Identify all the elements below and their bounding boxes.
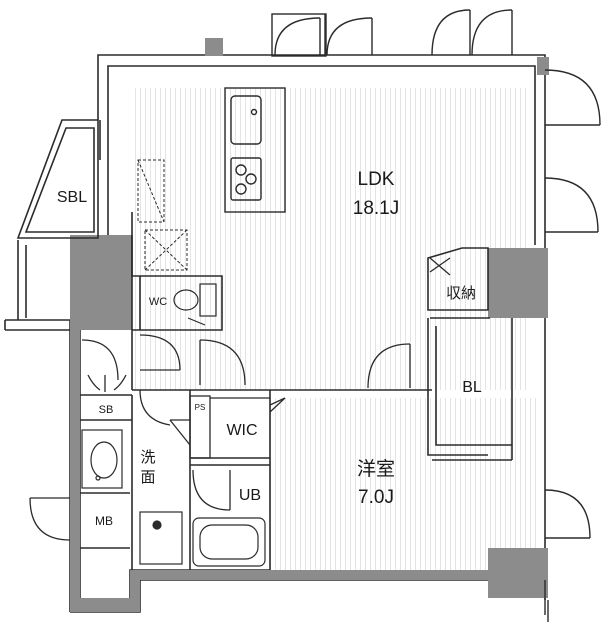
washing-machine-space [139,511,183,565]
toilet [173,283,217,326]
kitchen-counter [224,87,286,213]
interior-doors [29,257,451,541]
storage-label: 収納 [446,285,476,302]
appliance-spaces [137,159,188,271]
washroom-label-2: 面 [140,469,155,486]
western-room-size-label: 7.0J [358,487,394,508]
sb-label: SB [99,404,114,416]
ldk-size-label: 18.1J [353,198,399,219]
ps-wic-closets [169,395,286,459]
sbl-label: SBL [57,189,87,206]
ps-label: PS [195,403,206,412]
wall-pillars [70,38,549,612]
room-labels: LDK 18.1J 洋室 7.0J SBL 収納 BL WC WIC UB 洗 … [57,169,482,528]
bathtub [192,517,266,567]
washroom-label-1: 洗 [140,449,155,466]
ub-label: UB [239,487,261,504]
interior-walls [80,212,513,570]
right-doors [544,69,601,622]
western-room-floor [270,398,538,570]
ldk-name-label: LDK [358,169,395,190]
wic-label: WIC [226,422,257,439]
wash-basin [81,429,123,489]
ldk-floor [132,88,527,390]
sbl-bay [4,119,101,331]
mb-label: MB [95,514,113,528]
western-room-name-label: 洋室 [357,458,395,480]
top-doors [271,9,513,57]
wc-label: WC [149,296,167,308]
bl-label: BL [462,379,482,396]
